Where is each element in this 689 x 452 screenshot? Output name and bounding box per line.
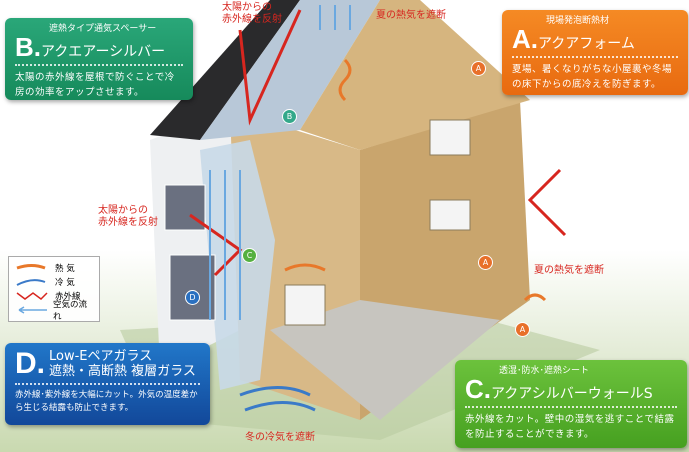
callout-roof-reflect: 太陽からの 赤外線を反射 [222,2,282,25]
card-subtitle: 透湿･防水･遮熱シート [499,366,590,376]
cold-arrow [239,386,316,412]
card-description: 赤外線･紫外線を大幅にカット。外気の温度差から生じる結露も防止できます。 [15,390,198,413]
legend-item-heat: 熱 気 [15,261,93,275]
legend-item-cold: 冷 気 [15,275,93,289]
heat-arrow-icon [16,264,46,270]
roof-insulation [300,0,530,150]
floor [270,300,500,420]
card-name: アクアフォーム [538,36,635,52]
window-exterior-upper [164,184,206,231]
callout-summer-heat-top: 夏の熱気を遮断 [376,10,446,21]
legend-label: 赤外線 [55,292,81,302]
product-card-c: 透湿･防水･遮熱シート C.アクアシルバーウォールS 赤外線をカット。壁中の湿気… [455,360,687,448]
product-card-b: 遮熱タイプ通気スペーサー B.アクエアーシルバー 太陽の赤外線を屋根で防ぐことで… [5,18,193,100]
window-lower [284,284,326,326]
marker-d: D [185,290,200,305]
window-exterior-lower [169,254,216,321]
card-letter: D. [15,347,45,380]
heat-arrow-roof [338,58,352,102]
callout-summer-heat-side: 夏の熱気を遮断 [534,265,604,276]
legend-item-infrared: 赤外線 [15,289,93,303]
callout-wall-reflect: 太陽からの 赤外線を反射 [98,205,158,228]
card-description: 赤外線をカット。壁中の湿気を逃すことで結露を防止することができます。 [465,414,675,440]
product-card-a: 現場発泡断熱材 A.アクアフォーム 夏場、暑くなりがちな小屋裏や冬場の床下からの… [502,10,688,95]
legend-label: 空気の流れ [53,300,88,322]
airflow-arrows [209,5,351,320]
legend-item-airflow: 空気の流れ [15,300,93,322]
card-name: アクエアーシルバー [41,44,166,60]
infrared-arrow-side [527,168,567,237]
heat-arrow-side [523,293,547,302]
divider [465,406,677,408]
cold-arrow-icon [16,279,46,286]
card-description: 夏場、暑くなりがちな小屋裏や冬場の床下からの底冷えを防ぎます。 [512,64,673,90]
legend-label: 熱 気 [55,264,75,274]
roof-tiles [150,0,300,140]
card-name-line2: 遮熱・高断熱 複層ガラス [49,364,196,379]
marker-a: A [471,61,486,76]
card-name: アクアシルバーウォールS [491,386,653,402]
legend: 熱 気 冷 気 赤外線 空気の流れ [8,256,100,322]
silver-sheet [200,140,275,390]
marker-a: A [515,322,530,337]
marker-c: C [242,248,257,263]
infrared-zigzag-icon [16,292,48,300]
card-letter: C. [465,374,491,404]
heat-arrow-interior [284,263,326,272]
card-letter: A. [512,24,538,54]
card-subtitle: 現場発泡断熱材 [546,16,610,26]
callout-winter-cold: 冬の冷気を遮断 [245,432,315,443]
card-letter: B. [15,32,41,62]
marker-b: B [282,109,297,124]
window-middle [429,199,471,231]
airflow-arrow-icon [18,306,47,314]
divider [512,56,678,58]
card-description: 太陽の赤外線を屋根で防ぐことで冷房の効率をアップさせます。 [15,72,175,98]
marker-a: A [478,255,493,270]
roof-spacer [200,0,380,140]
divider [15,64,183,66]
divider [15,383,200,385]
legend-label: 冷 気 [55,278,75,288]
window-upper [429,119,471,156]
card-subtitle: 遮熱タイプ通気スペーサー [49,24,157,34]
card-name-line1: Low-Eペアガラス [49,349,153,364]
product-card-d: D. Low-Eペアガラス遮熱・高断熱 複層ガラス 赤外線･紫外線を大幅にカット… [5,343,210,425]
infrared-arrow-roof [238,9,302,126]
